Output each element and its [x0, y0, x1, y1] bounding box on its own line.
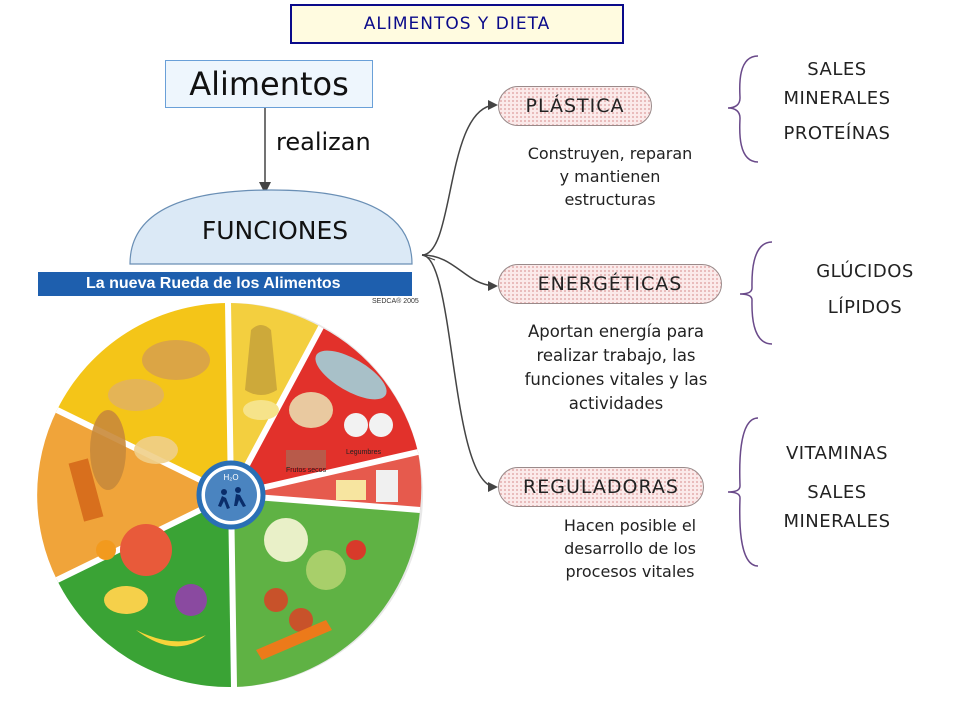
desc-reguladoras: Hacen posible el desarrollo de los proce… [520, 514, 740, 584]
alimentos-box: Alimentos [165, 60, 373, 108]
wheel-item-labels: Frutos secos Legumbres [286, 449, 382, 474]
desc-line: desarrollo de los [564, 539, 696, 559]
nutrients-plastica: SALES MINERALES PROTEÍNAS [752, 56, 922, 148]
function-plastica: PLÁSTICA [498, 86, 652, 126]
nutrient-item: SALES [807, 59, 867, 80]
desc-line: realizar trabajo, las [536, 345, 696, 365]
funciones-label: FUNCIONES [201, 216, 349, 245]
nutrients-energeticas: GLÚCIDOS LÍPIDOS [780, 254, 950, 326]
function-reguladoras: REGULADORAS [498, 467, 704, 507]
oil-items [243, 325, 279, 420]
desc-line: Hacen posible el [563, 516, 697, 535]
nutrient-item: MINERALES [783, 510, 891, 532]
nutrient-item: GLÚCIDOS [816, 261, 914, 282]
bread-items [68, 340, 210, 522]
wheel-header: La nueva Rueda de los Alimentos [38, 272, 412, 296]
down-arrow-icon [259, 182, 271, 194]
legumes-label: Legumbres [346, 449, 382, 456]
nutrient-item: VITAMINAS [785, 443, 889, 464]
food-wheel: Frutos secos Legumbres H₂O [37, 302, 423, 688]
nutrient-item: LÍPIDOS [827, 297, 903, 318]
vegetable-items [256, 518, 366, 660]
function-energeticas: ENERGÉTICAS [498, 264, 722, 304]
desc-line: funciones vitales y las [524, 369, 708, 389]
funciones-dome [129, 189, 413, 265]
desc-line: estructuras [564, 190, 656, 210]
nutrient-item: MINERALES [783, 87, 891, 109]
wheel-sector-fruits [57, 495, 234, 688]
desc-energeticas: Aportan energía para realizar trabajo, l… [496, 320, 736, 416]
nutrient-item: PROTEÍNAS [783, 122, 891, 144]
desc-line: procesos vitales [565, 562, 695, 582]
branch-energeticas [421, 254, 495, 287]
desc-plastica: Construyen, reparan y mantienen estructu… [500, 142, 720, 212]
brace-energeticas [739, 241, 773, 345]
desc-line: actividades [568, 393, 664, 413]
meat-fish-items [286, 350, 393, 468]
nuts-label: Frutos secos [286, 467, 327, 474]
branch-plastica [421, 104, 495, 256]
fruit-items [96, 524, 207, 647]
desc-line: y mantienen [559, 167, 661, 187]
nutrients-reguladoras: VITAMINAS SALES MINERALES [752, 440, 922, 536]
nutrient-item: SALES [807, 481, 867, 503]
running-people-icon [218, 487, 246, 509]
brace-plastica [727, 55, 759, 163]
wheel-source: SEDCA® 2005 [372, 298, 419, 305]
title-banner: ALIMENTOS Y DIETA [290, 4, 624, 44]
wheel-sector-vegetables [231, 495, 420, 687]
wheel-sector-dairy [231, 452, 422, 510]
wheel-sector-orange [37, 410, 232, 580]
desc-line: Construyen, reparan [527, 144, 693, 163]
desc-line: Aportan energía para [527, 322, 705, 341]
brace-reguladoras [727, 417, 759, 567]
branch-reguladoras [421, 254, 495, 488]
dairy-items [336, 470, 398, 502]
realizan-label: realizan [276, 128, 371, 156]
water-label: H₂O [223, 473, 238, 482]
